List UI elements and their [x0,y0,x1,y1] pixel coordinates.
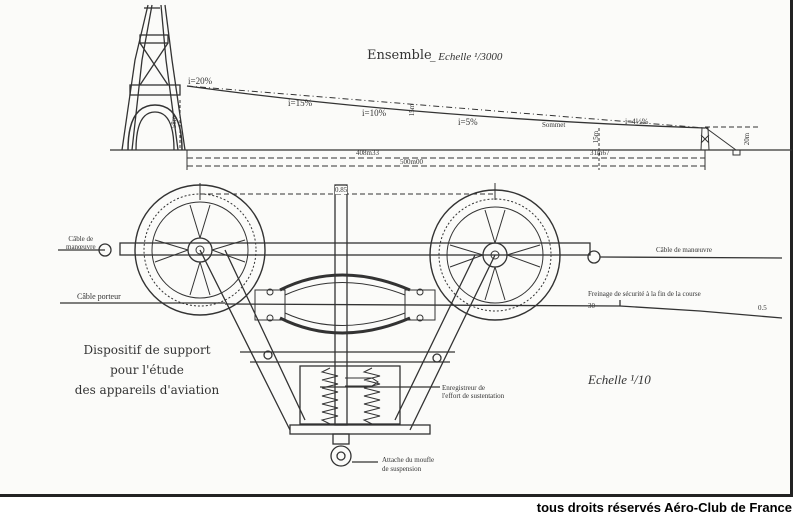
dimension-label: 500m00 [400,158,423,166]
summit-label: Sommet [542,121,566,129]
coil-springs [320,367,381,425]
detail-scale: Echelle ¹/10 [588,372,651,387]
title-line: Dispositif de support [83,343,211,357]
dimension-label: 408m33 [356,149,379,157]
ensemble-scale: _ Echelle ¹/3000 [430,51,503,63]
carriage-frame [98,184,601,435]
title-line: pour l'étude [110,363,184,377]
label-line: l'effort de sustentation [442,392,505,400]
left-pulley-wheel [134,184,266,316]
eiffel-tower-illustration [121,4,186,151]
ensemble-title: Ensemble [367,48,432,63]
gradient-label: i=4½% [625,117,649,126]
cables [58,249,783,319]
copyright-credit: tous droits réservés Aéro-Club de France [536,500,792,515]
leaf-spring [254,273,436,335]
cable-profile [110,85,792,170]
dimension-label: 31m67 [590,149,610,157]
title-line: des appareils d'aviation [74,383,220,397]
gradient-label: i=15% [288,98,313,108]
height-label: 15m [592,130,601,144]
height-label: 15m [408,103,417,117]
cable-manoeuvre-right-label: Câble de manœuvre [656,246,712,254]
ensemble-scale-text: Echelle ¹/3000 [438,51,503,63]
detail-title: Dispositif de support pour l'étude des a… [72,340,222,400]
height-label: 20m [743,132,752,146]
gradient-label: i=5% [458,117,478,127]
label-line: Câble de [68,235,94,243]
label-line: Attache du moufle [382,456,435,464]
label-line: Enregistreur de [442,384,485,392]
label-line: manœuvre [66,243,96,251]
freinage-height: 0.5 [758,304,767,312]
gradient-label: i=20% [188,76,213,86]
height-label: 58m [170,115,179,129]
suspension-hook [320,386,440,467]
label-line: de suspension [382,465,422,473]
dimension-085-label: 0.85 [335,186,348,194]
freinage-dimension: 30 [588,302,595,310]
cable-porteur-label: Câble porteur [77,292,121,301]
gradient-label: i=10% [362,108,387,118]
freinage-label: Freinage de sécurité à la fin de la cour… [588,290,701,298]
